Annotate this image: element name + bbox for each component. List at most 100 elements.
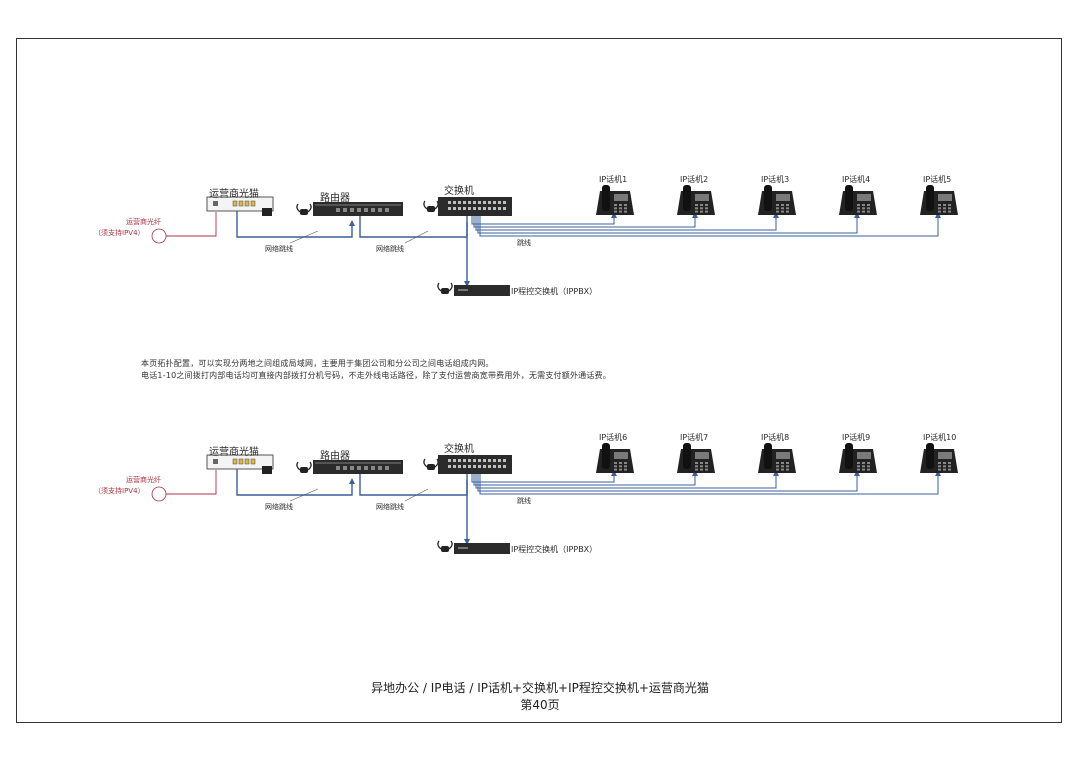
cable-label-leader — [289, 230, 319, 244]
phone-handset — [764, 185, 772, 211]
switch-port — [458, 207, 461, 210]
phone-handset — [683, 185, 691, 211]
router-port — [385, 466, 389, 470]
phone-key — [705, 207, 708, 210]
phone-key — [948, 204, 951, 206]
switch-port — [458, 201, 461, 204]
router-port — [336, 466, 340, 470]
phone-key — [619, 207, 622, 210]
switch-body — [438, 455, 512, 474]
switch-port — [478, 459, 481, 462]
phone-key — [700, 204, 703, 206]
phone-key — [695, 462, 698, 464]
phone-key — [943, 462, 946, 464]
phone-key — [781, 207, 784, 210]
phone-key — [857, 204, 860, 206]
phone-key — [705, 462, 708, 464]
phone-key — [705, 210, 708, 213]
phone-key — [857, 465, 860, 468]
modem-label: 运营商光猫 — [209, 187, 259, 200]
phone-key — [614, 468, 617, 471]
modem-port — [244, 458, 250, 465]
phone-key — [619, 462, 622, 464]
modem-adapter — [262, 466, 272, 474]
phone-key — [948, 207, 951, 210]
router-trim — [315, 204, 401, 206]
adapter-body — [427, 206, 435, 212]
phone-label-1: IP话机1 — [599, 174, 627, 184]
switch-port — [478, 465, 481, 468]
router-port — [364, 466, 368, 470]
ip-phone-icon — [596, 443, 634, 473]
phone-label-5: IP话机5 — [923, 174, 951, 184]
fiber-line — [166, 470, 217, 495]
fiber-label-line1: 运营商光纤 — [126, 217, 161, 226]
router-port — [357, 466, 361, 470]
phone-screen — [614, 452, 628, 459]
phone-key — [938, 465, 941, 468]
phone-key — [776, 465, 779, 468]
phone-key — [705, 465, 708, 468]
modem-label: 运营商光猫 — [209, 445, 259, 458]
power-adapter-icon — [423, 458, 439, 470]
adapter-body — [300, 209, 308, 215]
switch-port — [448, 465, 451, 468]
switch-port — [453, 207, 456, 210]
phone-key — [624, 210, 627, 213]
switch-port — [493, 207, 496, 210]
switch-port — [463, 201, 466, 204]
phone-key — [700, 465, 703, 468]
phone-key — [619, 468, 622, 471]
router-label: 路由器 — [320, 449, 350, 462]
switch-port — [448, 459, 451, 462]
phone-key — [700, 462, 703, 464]
adapter-body — [427, 464, 435, 470]
phone-screen — [776, 194, 790, 201]
router-port — [378, 208, 382, 212]
phone-key — [705, 204, 708, 206]
cable-switch-phone-3 — [475, 472, 777, 489]
router — [313, 202, 403, 216]
cable-label-2: 网络跳线 — [376, 502, 404, 511]
switch-port — [503, 459, 506, 462]
phone-key — [776, 468, 779, 471]
switch-port — [483, 207, 486, 210]
adapter-body — [441, 288, 449, 294]
ip-phone-icon — [839, 185, 877, 215]
phone-key — [943, 210, 946, 213]
phone-key — [776, 210, 779, 213]
switch-port — [503, 465, 506, 468]
phone-key — [948, 210, 951, 213]
phone-key — [867, 204, 870, 206]
phone-key — [786, 462, 789, 464]
ip-phone-icon — [677, 185, 715, 215]
router-port — [350, 466, 354, 470]
switch-port — [463, 459, 466, 462]
arrow-head — [349, 478, 355, 484]
switch-port — [488, 201, 491, 204]
arrow-head — [464, 539, 470, 545]
switch-port — [483, 465, 486, 468]
phone-key — [857, 207, 860, 210]
switch-port — [483, 201, 486, 204]
fiber-label-line1: 运营商光纤 — [126, 475, 161, 484]
switch-port — [483, 459, 486, 462]
phone-key — [614, 462, 617, 464]
phone-key — [695, 210, 698, 213]
switch-port — [478, 201, 481, 204]
cable-label-leader — [404, 488, 429, 502]
phone-key — [867, 210, 870, 213]
phone-key — [786, 465, 789, 468]
pbx-body — [454, 285, 510, 296]
cable-switch-phone-4 — [477, 214, 858, 234]
ip-phone-icon — [677, 443, 715, 473]
phone-key — [776, 207, 779, 210]
cable-modem-router — [236, 469, 353, 496]
switch-port — [468, 459, 471, 462]
pbx-label: IP程控交换机（IPPBX） — [511, 544, 597, 554]
switch-port — [498, 465, 501, 468]
cable-switch-phone-3 — [475, 214, 777, 231]
phone-screen — [776, 452, 790, 459]
phone-key — [786, 207, 789, 210]
cable-switch-phone-5 — [479, 214, 939, 237]
